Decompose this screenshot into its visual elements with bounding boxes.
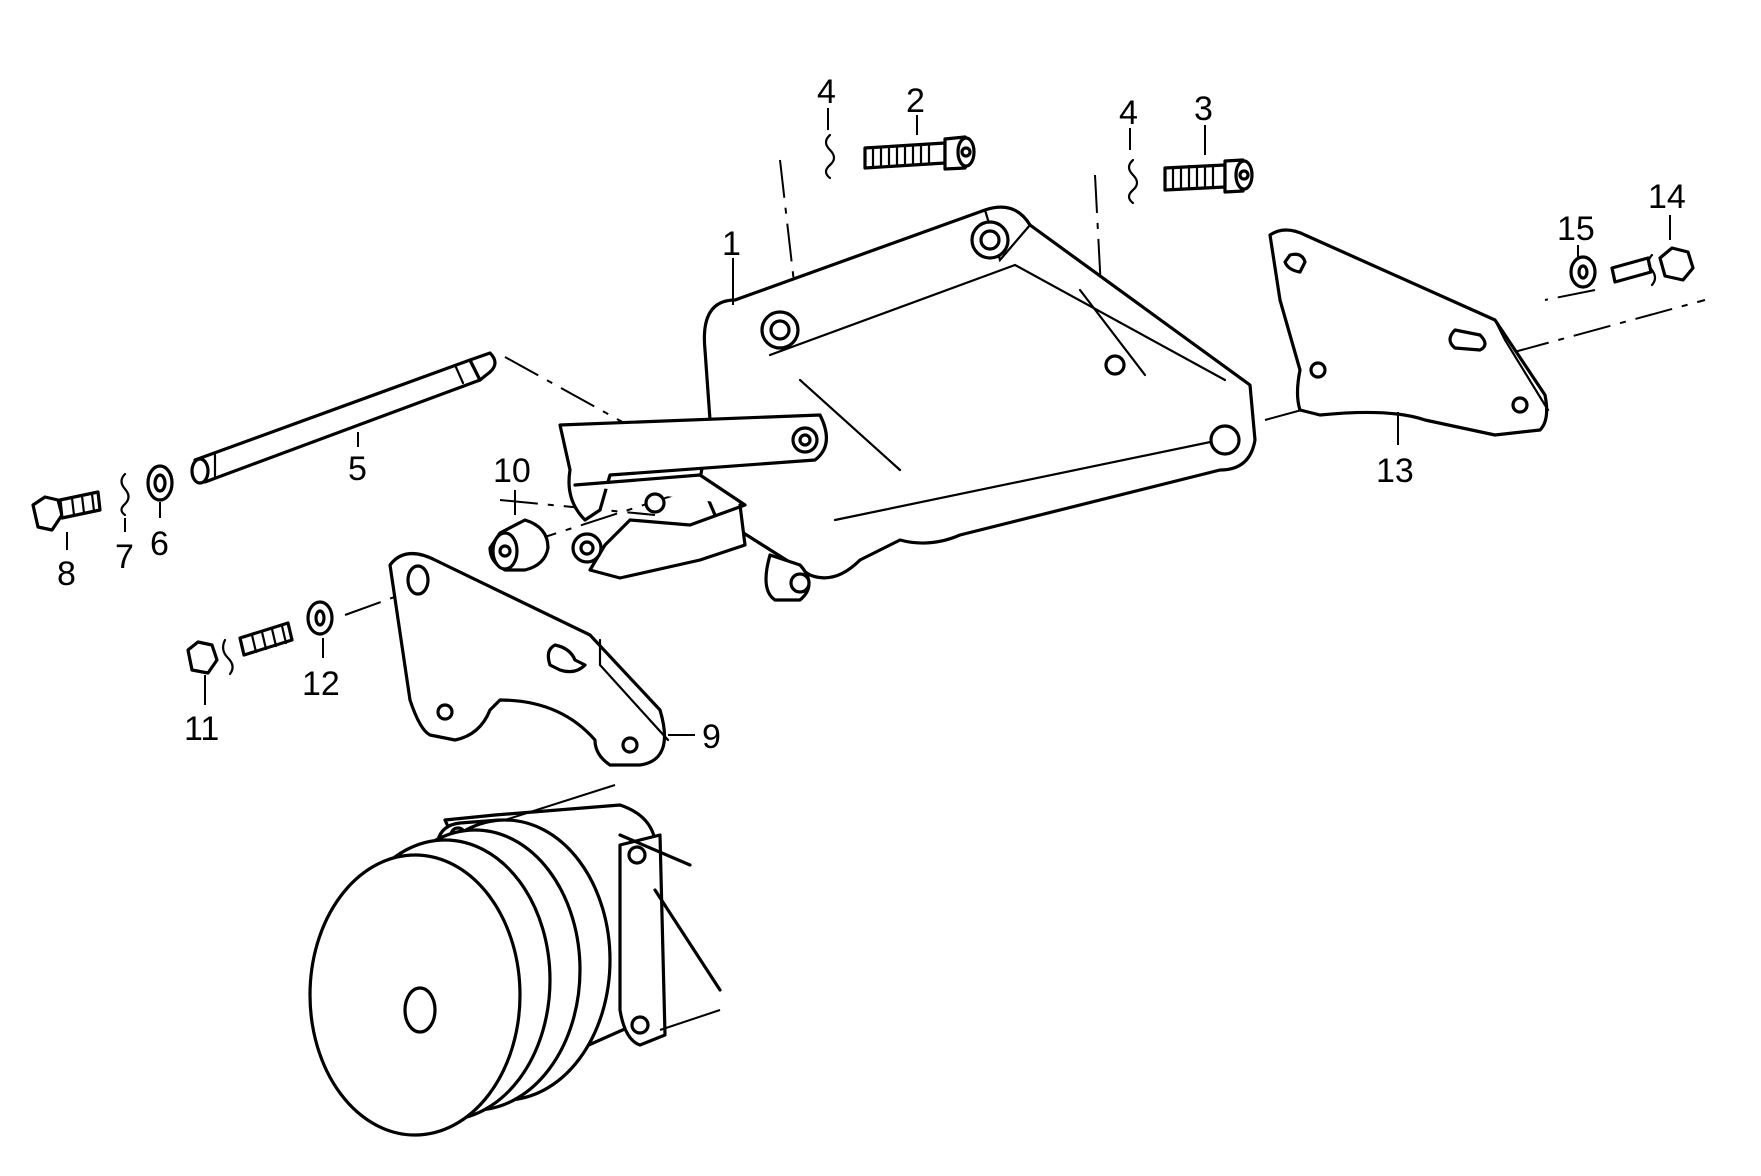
- spring-washer-4a: [824, 133, 836, 180]
- spring-washer-4b: [1127, 158, 1139, 205]
- callout-9: 9: [702, 718, 721, 756]
- hex-bolt-8: [31, 490, 102, 532]
- callout-13: 13: [1376, 452, 1414, 490]
- ac-compressor: [308, 784, 722, 1137]
- callout-5: 5: [348, 450, 367, 488]
- callout-7: 7: [115, 538, 134, 576]
- bolt-2: [863, 135, 976, 171]
- callout-15: 15: [1557, 210, 1595, 248]
- callout-12: 12: [302, 665, 340, 703]
- callout-6: 6: [150, 525, 169, 563]
- bracket-plate-9: [388, 552, 670, 767]
- callout-4-left: 4: [817, 73, 836, 111]
- callout-14: 14: [1648, 178, 1686, 216]
- leader-lines: [66, 108, 1671, 736]
- callout-labels: 1 2 3 4 4 5 6 7 8 9 10 11 12 13 14 15: [57, 73, 1686, 756]
- callout-10: 10: [493, 452, 531, 490]
- callout-1: 1: [722, 225, 741, 263]
- hex-bolt-11: [186, 621, 294, 676]
- callout-2: 2: [906, 82, 925, 120]
- washer-12: [306, 600, 334, 636]
- bolt-3: [1163, 158, 1254, 194]
- hex-bolt-14: [1610, 246, 1695, 287]
- spacer-10: [488, 518, 550, 572]
- washer-6: [146, 464, 174, 502]
- callout-4-right: 4: [1119, 94, 1138, 132]
- stud-5: [190, 351, 497, 485]
- mounting-bracket: [558, 205, 1257, 602]
- callout-8: 8: [57, 555, 76, 593]
- spring-washer-7: [120, 472, 130, 517]
- callout-11: 11: [184, 710, 219, 748]
- callout-3: 3: [1194, 90, 1213, 128]
- washer-15: [1569, 255, 1597, 289]
- bracket-plate-13: [1268, 228, 1550, 437]
